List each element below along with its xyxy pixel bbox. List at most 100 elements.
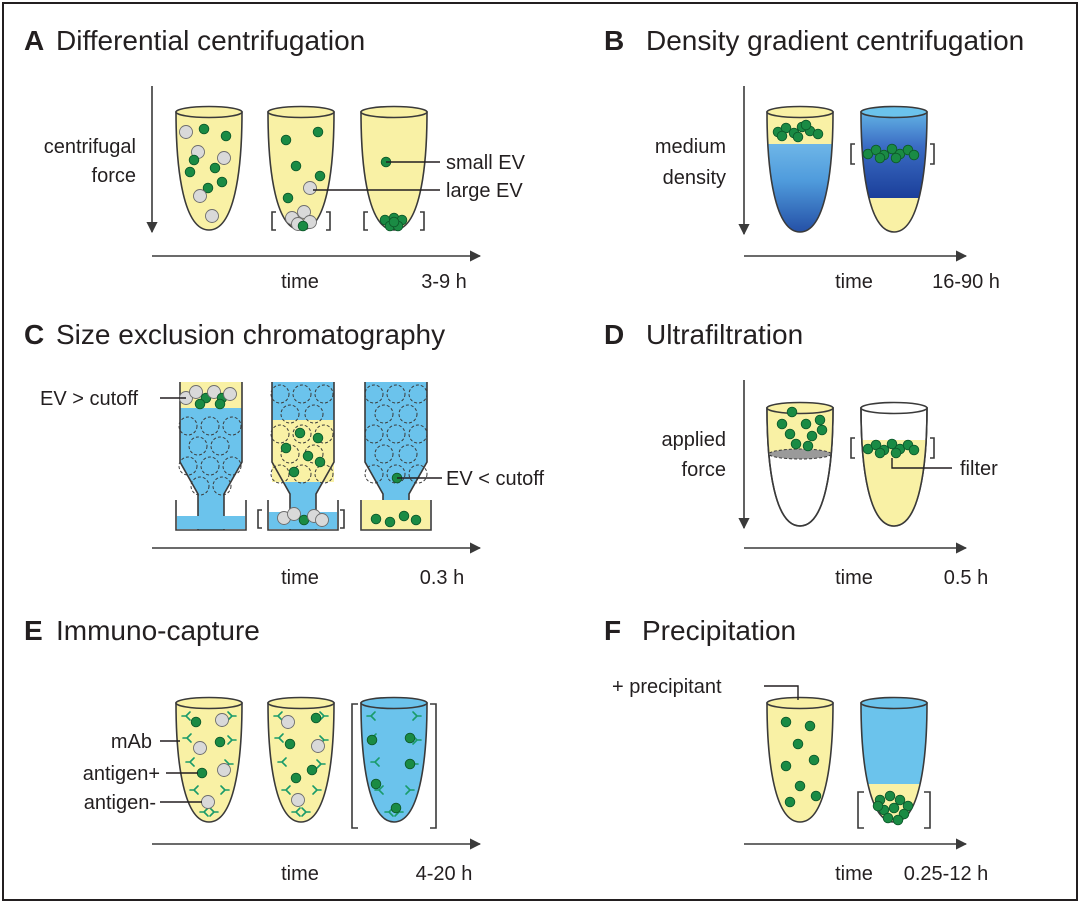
tube-rim: [766, 696, 834, 710]
bracket-left: [857, 791, 864, 829]
ev-cluster: [776, 406, 828, 452]
panel-e-letter: E: [24, 615, 43, 646]
antibody-icon: [220, 785, 230, 795]
label-antigen-pos: antigen+: [83, 763, 160, 785]
ev-cluster: [862, 438, 920, 459]
ev-cluster: [190, 713, 231, 809]
panel-c: C Size exclusion chromatography time 0.3…: [24, 319, 544, 589]
tube-fill: [360, 111, 428, 231]
large-ev: [223, 387, 237, 401]
small-ev: [280, 134, 292, 146]
tube-rim: [766, 401, 834, 415]
panel-e-tube-2: [267, 696, 335, 823]
panel-b-tube-1: [766, 105, 834, 233]
panel-a-title: Differential centrifugation: [56, 25, 365, 56]
gel-bead: [200, 456, 220, 476]
gel-bead: [178, 416, 198, 436]
panel-c-column-1: [175, 382, 247, 531]
gel-beads: [178, 416, 242, 496]
small-ev: [188, 154, 200, 166]
label-large-ev: large EV: [446, 180, 523, 202]
ev-cluster: [366, 732, 416, 814]
panel-e-duration: 4-20 h: [416, 863, 473, 885]
panel-a-tube-3: [360, 105, 428, 232]
small-ev: [290, 160, 302, 172]
gel-bead: [270, 424, 290, 444]
small-ev: [388, 216, 400, 228]
gel-bead: [292, 424, 312, 444]
small-ev: [370, 513, 382, 525]
panel-a-xlabel: time: [281, 271, 319, 293]
small-ev: [280, 442, 292, 454]
panel-c-title: Size exclusion chromatography: [56, 319, 445, 350]
large-ev: [179, 125, 193, 139]
small-ev: [190, 716, 202, 728]
panel-f-title: Precipitation: [642, 615, 796, 646]
panel-b: B Density gradient centrifugation medium…: [604, 25, 1024, 293]
gel-bead: [408, 464, 428, 484]
small-ev: [780, 716, 792, 728]
small-ev: [314, 170, 326, 182]
panel-a-ylabel-1: centrifugal: [44, 136, 136, 158]
panel-e: E Immuno-capture time 4-20 h mAb antigen: [24, 615, 482, 885]
antibody-set: [181, 711, 237, 817]
tube-rim: [860, 696, 928, 710]
small-ev: [216, 176, 228, 188]
panel-b-duration: 16-90 h: [932, 271, 1000, 293]
small-ev: [784, 796, 796, 808]
small-ev: [404, 732, 416, 744]
small-ev: [800, 119, 812, 131]
large-ev: [281, 715, 295, 729]
ev-cluster: [179, 123, 232, 223]
gel-bead: [408, 384, 428, 404]
gel-bead: [374, 444, 394, 464]
small-ev: [888, 802, 900, 814]
small-ev: [894, 794, 906, 806]
bracket-left: [257, 509, 262, 529]
tube-rim: [766, 105, 834, 119]
panel-b-ylabel-1: medium: [655, 136, 726, 158]
panel-d-letter: D: [604, 319, 624, 350]
gel-bead: [190, 476, 210, 496]
small-ev: [800, 418, 812, 430]
leader-filter: [891, 458, 952, 469]
gel-bead: [398, 404, 418, 424]
large-ev: [315, 513, 329, 527]
gel-beads: [364, 384, 428, 484]
small-ev: [410, 514, 422, 526]
large-ev: [217, 763, 231, 777]
panel-b-letter: B: [604, 25, 624, 56]
panel-d-tube-1: [766, 401, 834, 527]
vial-liquid: [177, 516, 245, 529]
small-ev: [306, 764, 318, 776]
small-ev: [816, 424, 828, 436]
gel-bead: [364, 424, 384, 444]
antibody-icon: [366, 711, 376, 721]
small-ev: [792, 131, 804, 143]
ev-cluster: [772, 119, 824, 143]
small-ev: [806, 430, 818, 442]
small-ev: [198, 123, 210, 135]
small-ev: [288, 466, 300, 478]
small-ev: [404, 758, 416, 770]
vial-liquid: [362, 500, 430, 530]
collection-vial: [267, 500, 339, 531]
large-ev: [201, 795, 215, 809]
ev-cluster: [277, 427, 329, 527]
large-ev: [291, 793, 305, 807]
small-ev: [890, 152, 902, 164]
antibody-icon: [301, 807, 311, 817]
tube-rim: [175, 105, 243, 119]
gel-bead: [304, 404, 324, 424]
small-ev: [872, 800, 884, 812]
small-ev: [312, 432, 324, 444]
gel-bead: [386, 384, 406, 404]
small-ev: [892, 814, 904, 826]
large-ev: [311, 739, 325, 753]
antibody-icon: [374, 785, 384, 795]
small-ev: [194, 398, 206, 410]
small-ev: [908, 444, 920, 456]
large-ev: [193, 741, 207, 755]
label-mab: mAb: [111, 731, 152, 753]
